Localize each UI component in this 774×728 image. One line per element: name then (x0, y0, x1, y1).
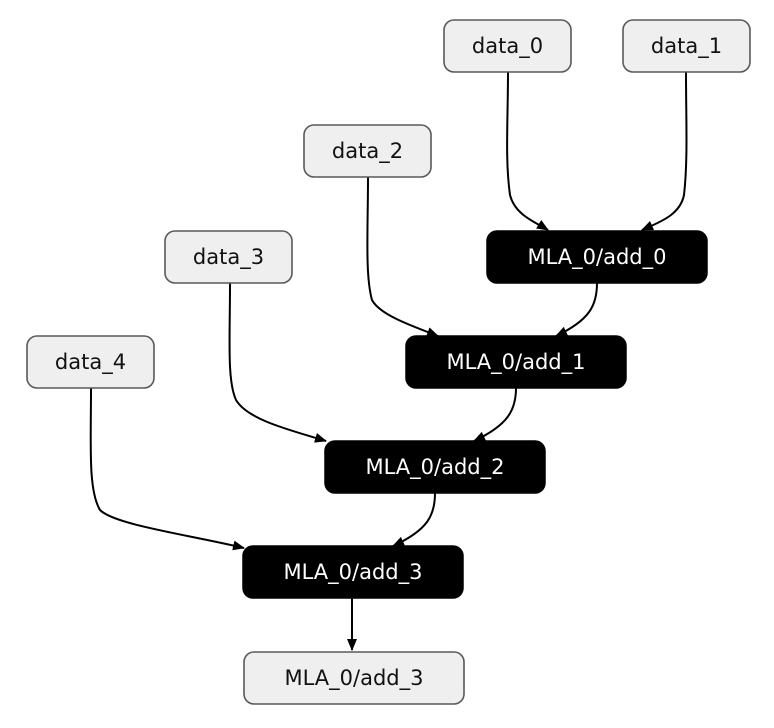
edge-add-2-to-add-3 (392, 492, 436, 547)
node-data-0: data_0 (443, 19, 572, 73)
node-label: MLA_0/add_3 (285, 666, 424, 691)
edge-data-1-to-add-0 (641, 71, 688, 231)
edge-data-4-to-add-3 (89, 387, 245, 551)
node-label: MLA_0/add_0 (528, 245, 667, 270)
node-label: data_0 (472, 34, 543, 59)
node-data-2: data_2 (303, 124, 432, 178)
node-mla-add-2: MLA_0/add_2 (324, 440, 546, 494)
node-mla-add-1: MLA_0/add_1 (405, 335, 627, 389)
node-output-add-3: MLA_0/add_3 (243, 651, 465, 705)
node-mla-add-0: MLA_0/add_0 (486, 230, 708, 284)
edge-add-1-to-add-2 (473, 387, 517, 442)
edge-data-0-to-add-0 (506, 71, 549, 231)
node-label: MLA_0/add_3 (284, 560, 423, 585)
nodes: data_0 data_1 data_2 data_3 data_4 MLA_0… (26, 19, 751, 705)
edge-add-0-to-add-1 (555, 282, 598, 337)
node-label: data_4 (55, 350, 126, 375)
node-data-4: data_4 (26, 335, 155, 389)
node-label: data_3 (193, 245, 264, 270)
edges (89, 71, 688, 651)
node-label: data_1 (651, 34, 722, 59)
edge-data-3-to-add-2 (228, 282, 327, 443)
node-label: MLA_0/add_1 (447, 350, 586, 375)
node-data-1: data_1 (622, 19, 751, 73)
node-mla-add-3: MLA_0/add_3 (242, 545, 464, 599)
edge-data-2-to-add-1 (366, 176, 439, 337)
node-label: MLA_0/add_2 (366, 455, 505, 480)
node-data-3: data_3 (164, 230, 293, 284)
node-label: data_2 (332, 139, 403, 164)
